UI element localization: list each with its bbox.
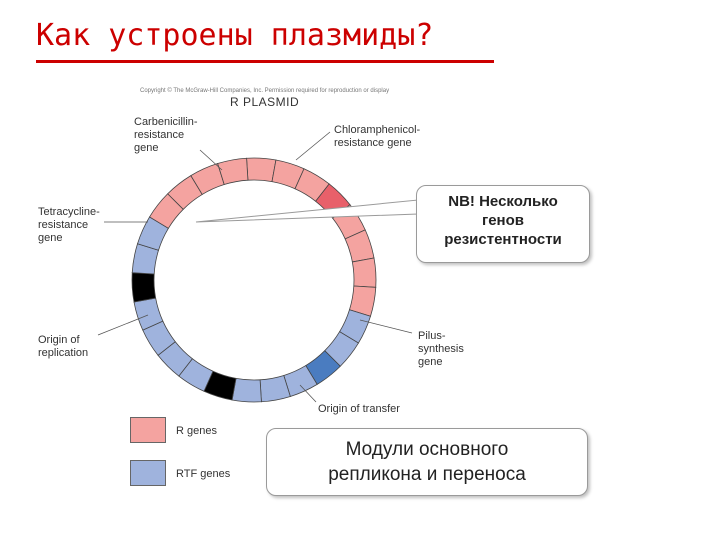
label-carbenicillin-gene: Carbenicillin- resistance gene	[134, 116, 198, 154]
legend-label-rtf-genes: RTF genes	[176, 468, 231, 480]
ring-segment-r-gene	[217, 157, 249, 186]
leader-carbenicillin	[199, 149, 223, 171]
leader-chloramphenicol	[295, 131, 331, 161]
copyright-notice: Copyright © The McGraw-Hill Companies, I…	[140, 88, 390, 94]
plasmid-title: R PLASMID	[230, 95, 300, 109]
label-chloramphenicol-gene: Chloramphenicol- resistance gene	[334, 124, 421, 149]
label-origin-of-replication: Origin of replication	[38, 334, 89, 359]
legend-swatch-rtf-genes	[130, 460, 166, 486]
ring-segment-origin	[131, 272, 157, 303]
label-tetracycline-gene: Tetracycline- resistance gene	[38, 206, 100, 244]
slide-title: Как устроены плазмиды?	[36, 18, 434, 53]
ring-segment-r-gene	[246, 157, 277, 183]
leader-origin-replication	[97, 314, 149, 336]
leader-pilus	[359, 319, 413, 334]
leader-origin-transfer	[299, 384, 317, 403]
label-origin-of-transfer: Origin of transfer	[318, 403, 400, 415]
label-pilus-gene: Pilus- synthesis gene	[418, 330, 464, 368]
legend-swatch-r-genes	[130, 417, 166, 443]
label-leader-lines	[97, 131, 413, 403]
callout-replicon-transfer-modules: Модули основного репликона и переноса	[266, 428, 588, 496]
ring-segment-rtf-gene	[231, 377, 262, 403]
legend-label-r-genes: R genes	[176, 425, 217, 437]
callout-nb-pointer	[195, 199, 419, 223]
plasmid-ring	[131, 157, 377, 403]
title-underline	[36, 60, 494, 63]
callout-nb-resistance-genes: NB! Несколько генов резистентности	[416, 185, 590, 263]
ring-segment-r-gene	[351, 257, 377, 288]
